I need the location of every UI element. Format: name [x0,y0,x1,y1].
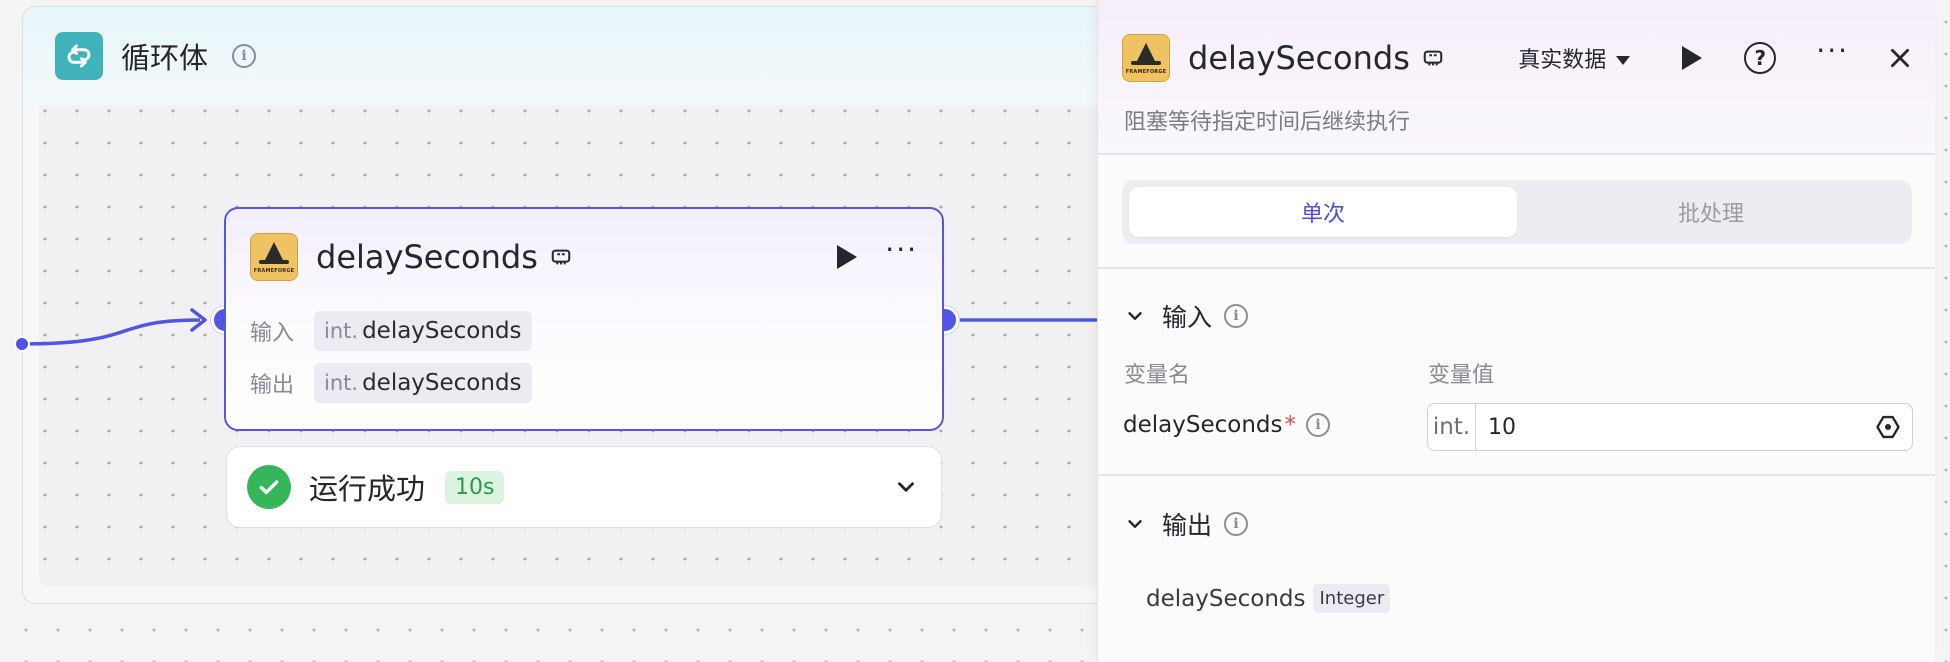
node-input-row: 输入 int.delaySeconds [250,311,532,351]
output-section-header[interactable]: 输出 i [1124,506,1249,542]
value-text[interactable]: 10 [1488,414,1516,440]
input-variable-name: delaySeconds* i [1123,412,1330,438]
info-icon[interactable]: i [1224,304,1249,328]
input-section-header[interactable]: 输入 i [1124,298,1249,334]
panel-title: delaySeconds [1188,39,1410,77]
input-label: 输入 [250,321,295,346]
delay-seconds-value-field[interactable]: int. 10 [1427,403,1913,451]
delay-seconds-node[interactable]: FRAMEFORGE delaySeconds ··· 输入 int.delay… [224,207,944,431]
output-label: 输出 [250,373,295,398]
plugin-logo: FRAMEFORGE [1122,34,1170,82]
output-variable-chip: int.delaySeconds [314,363,532,403]
output-section-title: 输出 [1162,511,1213,540]
loop-title: 循环体 [121,41,209,75]
input-section-title: 输入 [1162,303,1213,332]
help-icon[interactable]: ? [1744,42,1777,74]
value-type-label: int. [1428,404,1476,450]
column-var-value: 变量值 [1428,363,1495,388]
chevron-down-icon[interactable] [1124,513,1146,535]
output-type-badge: Integer [1313,584,1391,613]
variable-reference-icon[interactable] [1874,413,1902,441]
status-text: 运行成功 [309,472,426,506]
run-play-icon[interactable] [1682,46,1703,70]
divider [1098,474,1935,476]
success-check-icon [247,465,291,509]
more-options-icon[interactable]: ··· [1816,34,1849,67]
plugin-badge-icon [1422,47,1444,69]
node-header: FRAMEFORGE delaySeconds ··· [250,233,918,281]
node-title: delaySeconds [316,238,538,276]
loop-header: 循环体 i [23,7,1161,105]
tab-batch[interactable]: 批处理 [1677,202,1744,227]
panel-description: 阻塞等待指定时间后继续执行 [1124,110,1411,135]
info-icon[interactable]: i [232,44,257,68]
run-status-card[interactable]: 运行成功 10s [226,446,942,528]
divider [1098,267,1935,269]
loop-icon [55,32,103,80]
plugin-logo: FRAMEFORGE [250,233,298,281]
data-mode-dropdown[interactable]: 真实数据 [1518,42,1631,74]
output-variable-row: delaySeconds Integer [1146,584,1391,613]
plugin-badge-icon [550,246,572,268]
more-options-icon[interactable]: ··· [885,233,918,266]
chevron-down-icon[interactable] [1124,305,1146,327]
run-mode-tabs: 单次 批处理 [1122,180,1912,244]
duration-badge: 10s [445,470,505,504]
info-icon[interactable]: i [1224,512,1249,536]
info-icon[interactable]: i [1305,413,1330,437]
output-variable-name: delaySeconds [1146,585,1306,612]
chevron-down-icon[interactable] [893,474,919,500]
caret-down-icon [1616,55,1631,65]
column-var-name: 变量名 [1124,363,1191,388]
panel-header: FRAMEFORGE delaySeconds 真实数据 ? ··· 阻塞等待 [1098,0,1935,155]
input-variable-chip: int.delaySeconds [314,311,532,351]
node-detail-panel: FRAMEFORGE delaySeconds 真实数据 ? ··· 阻塞等待 [1097,0,1935,662]
tab-single[interactable]: 单次 [1129,187,1517,237]
node-output-row: 输出 int.delaySeconds [250,363,532,403]
incoming-connection-dot[interactable] [14,336,30,352]
close-icon[interactable] [1887,45,1913,71]
run-node-play-icon[interactable] [837,245,858,269]
